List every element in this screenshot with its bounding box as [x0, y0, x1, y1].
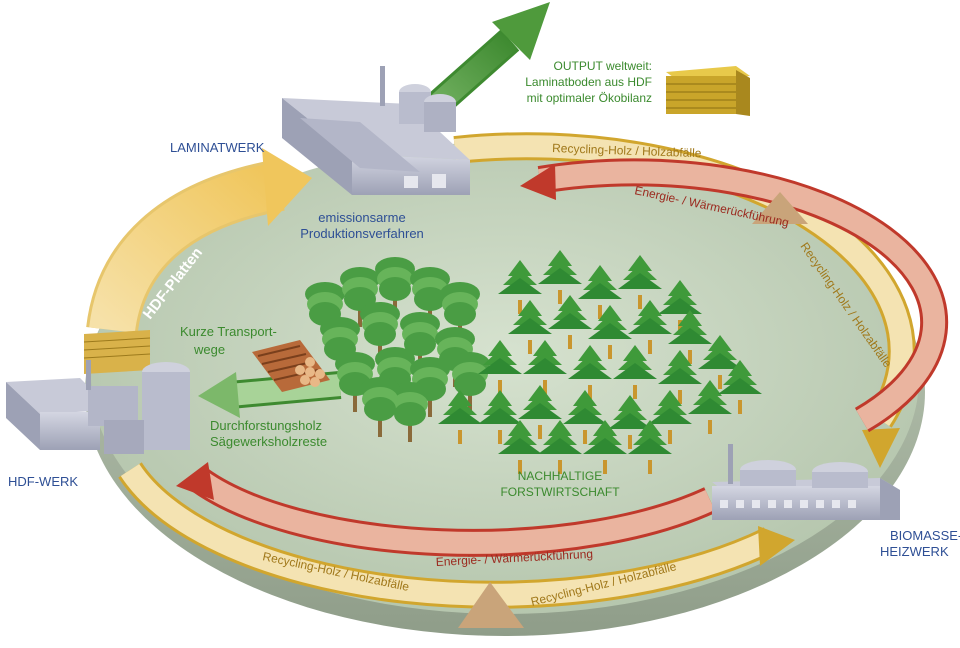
output-label-1: OUTPUT weltweit:	[554, 59, 652, 73]
output-arrowhead	[492, 2, 550, 60]
conifer-tree	[583, 420, 627, 474]
conifer-tree	[563, 390, 607, 444]
forest	[305, 250, 762, 474]
conifer-tree	[668, 310, 712, 364]
conifer-tree	[698, 335, 742, 389]
conifer-tree	[618, 255, 662, 309]
forst-label-1: NACHHALTIGE	[518, 469, 602, 483]
hdf-platten-arrowhead	[262, 148, 312, 226]
deciduous-tree	[375, 347, 415, 407]
energy-arrowhead-left	[176, 462, 214, 500]
recycling-arrowhead-lower	[758, 526, 795, 566]
emission-label-2: Produktionsverfahren	[300, 226, 424, 241]
durchforstung-label-2: Sägewerksholzreste	[210, 434, 327, 449]
conifer-tree	[508, 300, 552, 354]
conifer-tree	[658, 350, 702, 404]
biomasse-heizwerk-power-plant-icon	[712, 444, 900, 520]
biomasse-label-1: BIOMASSE-	[890, 528, 960, 543]
conifer-tree	[628, 300, 672, 354]
recycling-label-top: Recycling-Holz / Holzabfälle	[552, 141, 702, 160]
conifer-tree	[538, 420, 582, 474]
deciduous-tree	[375, 257, 415, 317]
board-stack-icon	[666, 66, 750, 116]
durchforstung-label-1: Durchforstungsholz	[210, 418, 322, 433]
hdf-werk-factory-icon	[6, 330, 190, 454]
deciduous-tree	[360, 377, 400, 437]
biomasse-label-2: HEIZWERK	[880, 544, 949, 559]
conifer-tree	[658, 280, 702, 334]
conifer-tree	[538, 250, 582, 304]
laminatwerk-factory-icon	[282, 66, 470, 195]
conifer-tree	[628, 420, 672, 474]
conifer-tree	[568, 345, 612, 399]
conifer-tree	[518, 385, 562, 439]
conifer-tree	[478, 390, 522, 444]
log-pile-icon	[252, 340, 330, 392]
conifer-tree	[523, 340, 567, 394]
durchforstung-arrowhead	[198, 372, 240, 418]
deciduous-tree	[360, 302, 400, 362]
forst-label-2: FORSTWIRTSCHAFT	[500, 485, 620, 499]
energy-arrowhead-top	[520, 164, 556, 200]
sawdust-pile-icon	[752, 192, 808, 224]
deciduous-tree	[440, 282, 480, 342]
conifer-tree	[718, 360, 762, 414]
sawdust-pile-icon	[458, 582, 524, 628]
deciduous-tree	[450, 352, 490, 412]
transport-label-1: Kurze Transport-	[180, 324, 277, 339]
conifer-tree	[438, 390, 482, 444]
conifer-tree	[648, 390, 692, 444]
hdf-werk-label: HDF-WERK	[8, 474, 78, 489]
conifer-tree	[688, 380, 732, 434]
transport-label-2: wege	[193, 342, 225, 357]
conifer-tree	[578, 265, 622, 319]
conifer-tree	[498, 260, 542, 314]
output-label-2: Laminatboden aus HDF	[525, 75, 652, 89]
deciduous-tree	[390, 382, 430, 442]
laminatwerk-label: LAMINATWERK	[170, 140, 265, 155]
conifer-tree	[478, 340, 522, 394]
output-label-3: mit optimaler Ökobilanz	[527, 91, 652, 105]
conifer-tree	[613, 345, 657, 399]
conifer-tree	[498, 420, 542, 474]
recycling-arrowhead-right	[862, 428, 900, 468]
conifer-tree	[588, 305, 632, 359]
conifer-tree	[608, 395, 652, 449]
deciduous-tree	[340, 267, 380, 327]
conifer-tree	[548, 295, 592, 349]
emission-label-1: emissionsarme	[318, 210, 405, 225]
